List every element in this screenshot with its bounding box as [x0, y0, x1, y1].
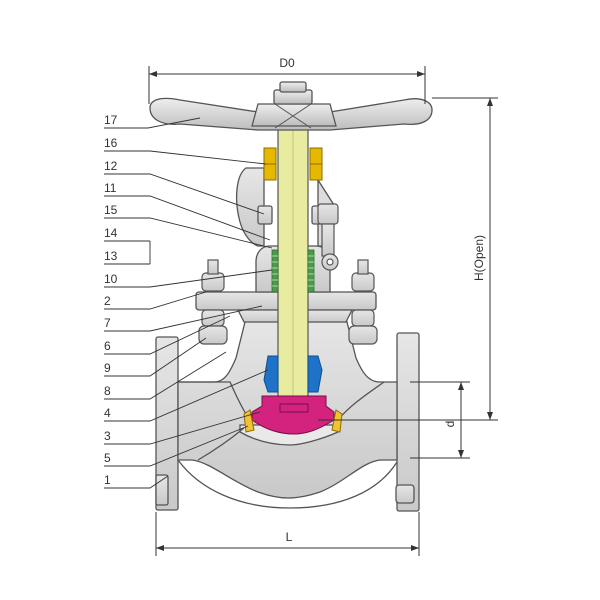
dimension-l-label: L — [286, 530, 293, 544]
handwheel — [149, 81, 433, 131]
dimension-h-label: H(Open) — [472, 235, 486, 281]
dimension-arrows — [149, 71, 493, 551]
part-label-11: 11 — [104, 181, 117, 195]
part-label-7: 7 — [104, 316, 111, 330]
dimension-d0-label: D0 — [279, 56, 295, 70]
part-label-17: 17 — [104, 113, 118, 127]
lock-lever — [317, 203, 339, 271]
part-leader-lines — [104, 117, 273, 489]
part-label-10: 10 — [104, 272, 118, 286]
disc-nut — [263, 355, 323, 393]
part-label-4: 4 — [104, 406, 111, 420]
part-label-2: 2 — [104, 294, 111, 308]
part-label-6: 6 — [104, 339, 111, 353]
part-number-labels: 17 16 12 11 15 14 13 10 2 7 6 9 8 4 3 5 … — [104, 113, 118, 487]
dimension-lines — [148, 66, 498, 556]
part-label-8: 8 — [104, 384, 111, 398]
part-label-5: 5 — [104, 451, 111, 465]
part-label-14: 14 — [104, 226, 118, 240]
stem — [277, 125, 309, 407]
bolt-right — [348, 259, 378, 345]
part-label-1: 1 — [104, 473, 111, 487]
yoke-nut — [263, 147, 323, 181]
part-label-12: 12 — [104, 159, 118, 173]
part-label-15: 15 — [104, 203, 118, 217]
part-label-3: 3 — [104, 429, 111, 443]
packing — [271, 249, 315, 293]
dimension-d-label: d — [443, 421, 457, 428]
part-label-9: 9 — [104, 361, 111, 375]
part-label-16: 16 — [104, 136, 118, 150]
part-label-13: 13 — [104, 249, 118, 263]
